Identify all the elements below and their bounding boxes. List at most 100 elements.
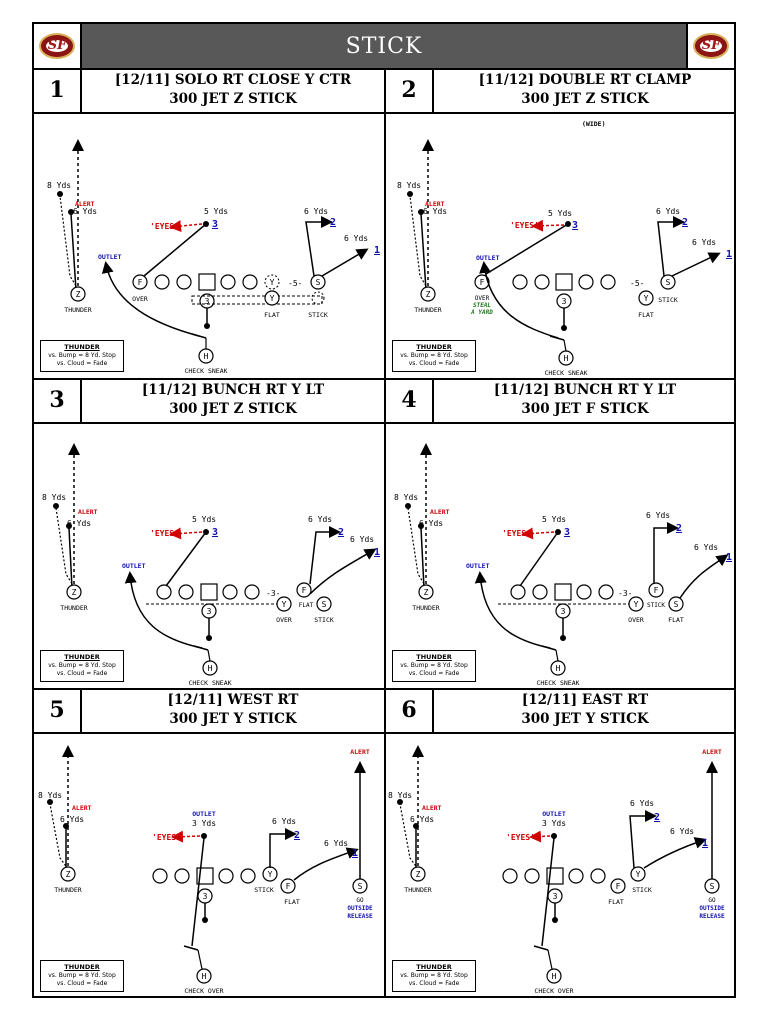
depth-label: 6 Yds: [656, 207, 680, 216]
read-number: 2: [654, 812, 660, 823]
route-end-dot: [57, 191, 63, 197]
position-label: Y: [268, 870, 273, 879]
thunder-note-box: THUNDER vs. Bump = 8 Yd. Stop vs. Cloud …: [392, 960, 476, 992]
play-diagram: 8 Yds 6 Yds ALERT Z THUNDER OUTLET 3 Yds…: [34, 734, 384, 998]
position-note: STICK: [658, 296, 678, 304]
logo-oval-icon: SF: [693, 33, 729, 59]
position-label: 3: [207, 607, 212, 616]
read-number: 1: [702, 838, 708, 849]
formation-name: [12/11] WEST RT: [167, 692, 299, 708]
outlet-label: OUTLET: [192, 810, 216, 818]
depth-label: 6 Yds: [324, 839, 348, 848]
logo-text: SF: [701, 38, 721, 53]
thunder-line: vs. Cloud = Fade: [408, 360, 460, 367]
release-note: RELEASE: [347, 913, 373, 920]
formation-name: [12/11] EAST RT: [521, 692, 649, 708]
play-panel-2: 2 [11/12] DOUBLE RT CLAMP 300 JET Z STIC…: [386, 68, 736, 378]
outlet-label: OUTLET: [476, 254, 500, 262]
position-note: FLAT: [638, 311, 654, 319]
alert-label: ALERT: [75, 200, 95, 208]
position-label: Y: [282, 600, 287, 609]
alert-label: ALERT: [425, 200, 445, 208]
play-panel-4: 4 [11/12] BUNCH RT Y LT 300 JET F STICK …: [386, 378, 736, 688]
position-label: H: [552, 972, 557, 981]
play-number: 3: [34, 378, 82, 422]
position-note: THUNDER: [64, 306, 91, 314]
alert-label: ALERT: [350, 748, 370, 756]
logo-oval-icon: SF: [39, 33, 75, 59]
depth-label: 6 Yds: [646, 511, 670, 520]
thunder-line: vs. Bump = 8 Yd. Stop: [400, 352, 468, 359]
position-note: CHECK SNEAK: [544, 369, 587, 377]
depth-label: 6 Yds: [73, 207, 97, 216]
center: [198, 273, 216, 291]
thunder-title: THUNDER: [64, 653, 100, 661]
thunder-title: THUNDER: [416, 963, 452, 971]
thunder-line: vs. Bump = 8 Yd. Stop: [400, 662, 468, 669]
position-label: F: [616, 882, 621, 891]
read-number: 2: [330, 217, 336, 228]
column-divider: [384, 68, 386, 998]
position-label: 3: [205, 297, 210, 306]
thunder-note-box: THUNDER vs. Bump = 8 Yd. Stop vs. Cloud …: [40, 650, 124, 682]
play-title-bar: 1 [12/11] SOLO RT CLOSE Y CTR 300 JET Z …: [34, 68, 384, 114]
position-label: S: [316, 278, 321, 287]
concept-name: 300 JET Z STICK: [169, 401, 297, 417]
play-title-bar: 6 [12/11] EAST RT 300 JET Y STICK: [386, 688, 736, 734]
depth-label: 8 Yds: [397, 181, 421, 190]
position-note: GO: [356, 897, 364, 904]
depth-label: 6 Yds: [630, 799, 654, 808]
read-number: 2: [682, 217, 688, 228]
y-receiver: [264, 290, 280, 306]
play-diagram: 8 Yds 6 Yds ALERT Z THUNDER OUTLET 'EYES…: [34, 424, 384, 688]
z-alert-route: [70, 213, 77, 291]
position-label: Z: [424, 588, 429, 597]
stick-route: [305, 216, 333, 277]
read-number: 2: [294, 830, 300, 841]
corner-route: [321, 248, 369, 277]
alert-label: ALERT: [430, 508, 450, 516]
page-title: STICK: [82, 24, 686, 68]
position-label: H: [204, 352, 209, 361]
route-end-dot: [203, 221, 209, 227]
formation-name: [11/12] DOUBLE RT CLAMP: [478, 72, 692, 88]
position-label: H: [208, 664, 213, 673]
position-label: Y: [270, 294, 275, 303]
thunder-title: THUNDER: [64, 963, 100, 971]
position-note: CHECK SNEAK: [184, 367, 227, 375]
play-number: 5: [34, 688, 82, 732]
depth-label: 6 Yds: [60, 815, 84, 824]
position-label: Z: [66, 870, 71, 879]
play-panel-1: 1 [12/11] SOLO RT CLOSE Y CTR 300 JET Z …: [34, 68, 384, 378]
position-note: STICK: [314, 616, 334, 624]
position-label: Y: [270, 278, 275, 287]
position-label: Y: [644, 294, 649, 303]
eyes-label: 'EYES': [150, 222, 179, 231]
depth-label: 6 Yds: [350, 535, 374, 544]
position-note: STICK: [254, 886, 274, 894]
outlet-route: [101, 261, 200, 337]
depth-label: 6 Yds: [410, 815, 434, 824]
steal-note: STEAL: [473, 302, 491, 309]
thunder-line: vs. Bump = 8 Yd. Stop: [400, 972, 468, 979]
alert-label: ALERT: [78, 508, 98, 516]
position-note: CHECK SNEAK: [188, 679, 231, 687]
thunder-line: vs. Cloud = Fade: [56, 360, 108, 367]
play-number: 6: [386, 688, 434, 732]
row-divider: [34, 688, 734, 690]
depth-label: 5 Yds: [548, 209, 572, 218]
play-diagram: 8 Yds 6 Yds ALERT Z THUNDER F OVER 'EYES…: [34, 114, 384, 378]
release-note: RELEASE: [699, 913, 725, 920]
position-note: THUNDER: [60, 604, 87, 612]
alert-label: ALERT: [702, 748, 722, 756]
play-name: [12/11] WEST RT 300 JET Y STICK: [82, 691, 384, 729]
team-logo-right: SF: [686, 24, 734, 68]
depth-label: 8 Yds: [388, 791, 412, 800]
eyes-label: 'EYES': [510, 221, 539, 230]
position-label: S: [674, 600, 679, 609]
s-receiver: [310, 274, 326, 290]
read-number: 1: [352, 848, 358, 859]
position-note: FLAT: [299, 602, 314, 609]
thunder-line: vs. Bump = 8 Yd. Stop: [48, 972, 116, 979]
position-label: 3: [203, 892, 208, 901]
